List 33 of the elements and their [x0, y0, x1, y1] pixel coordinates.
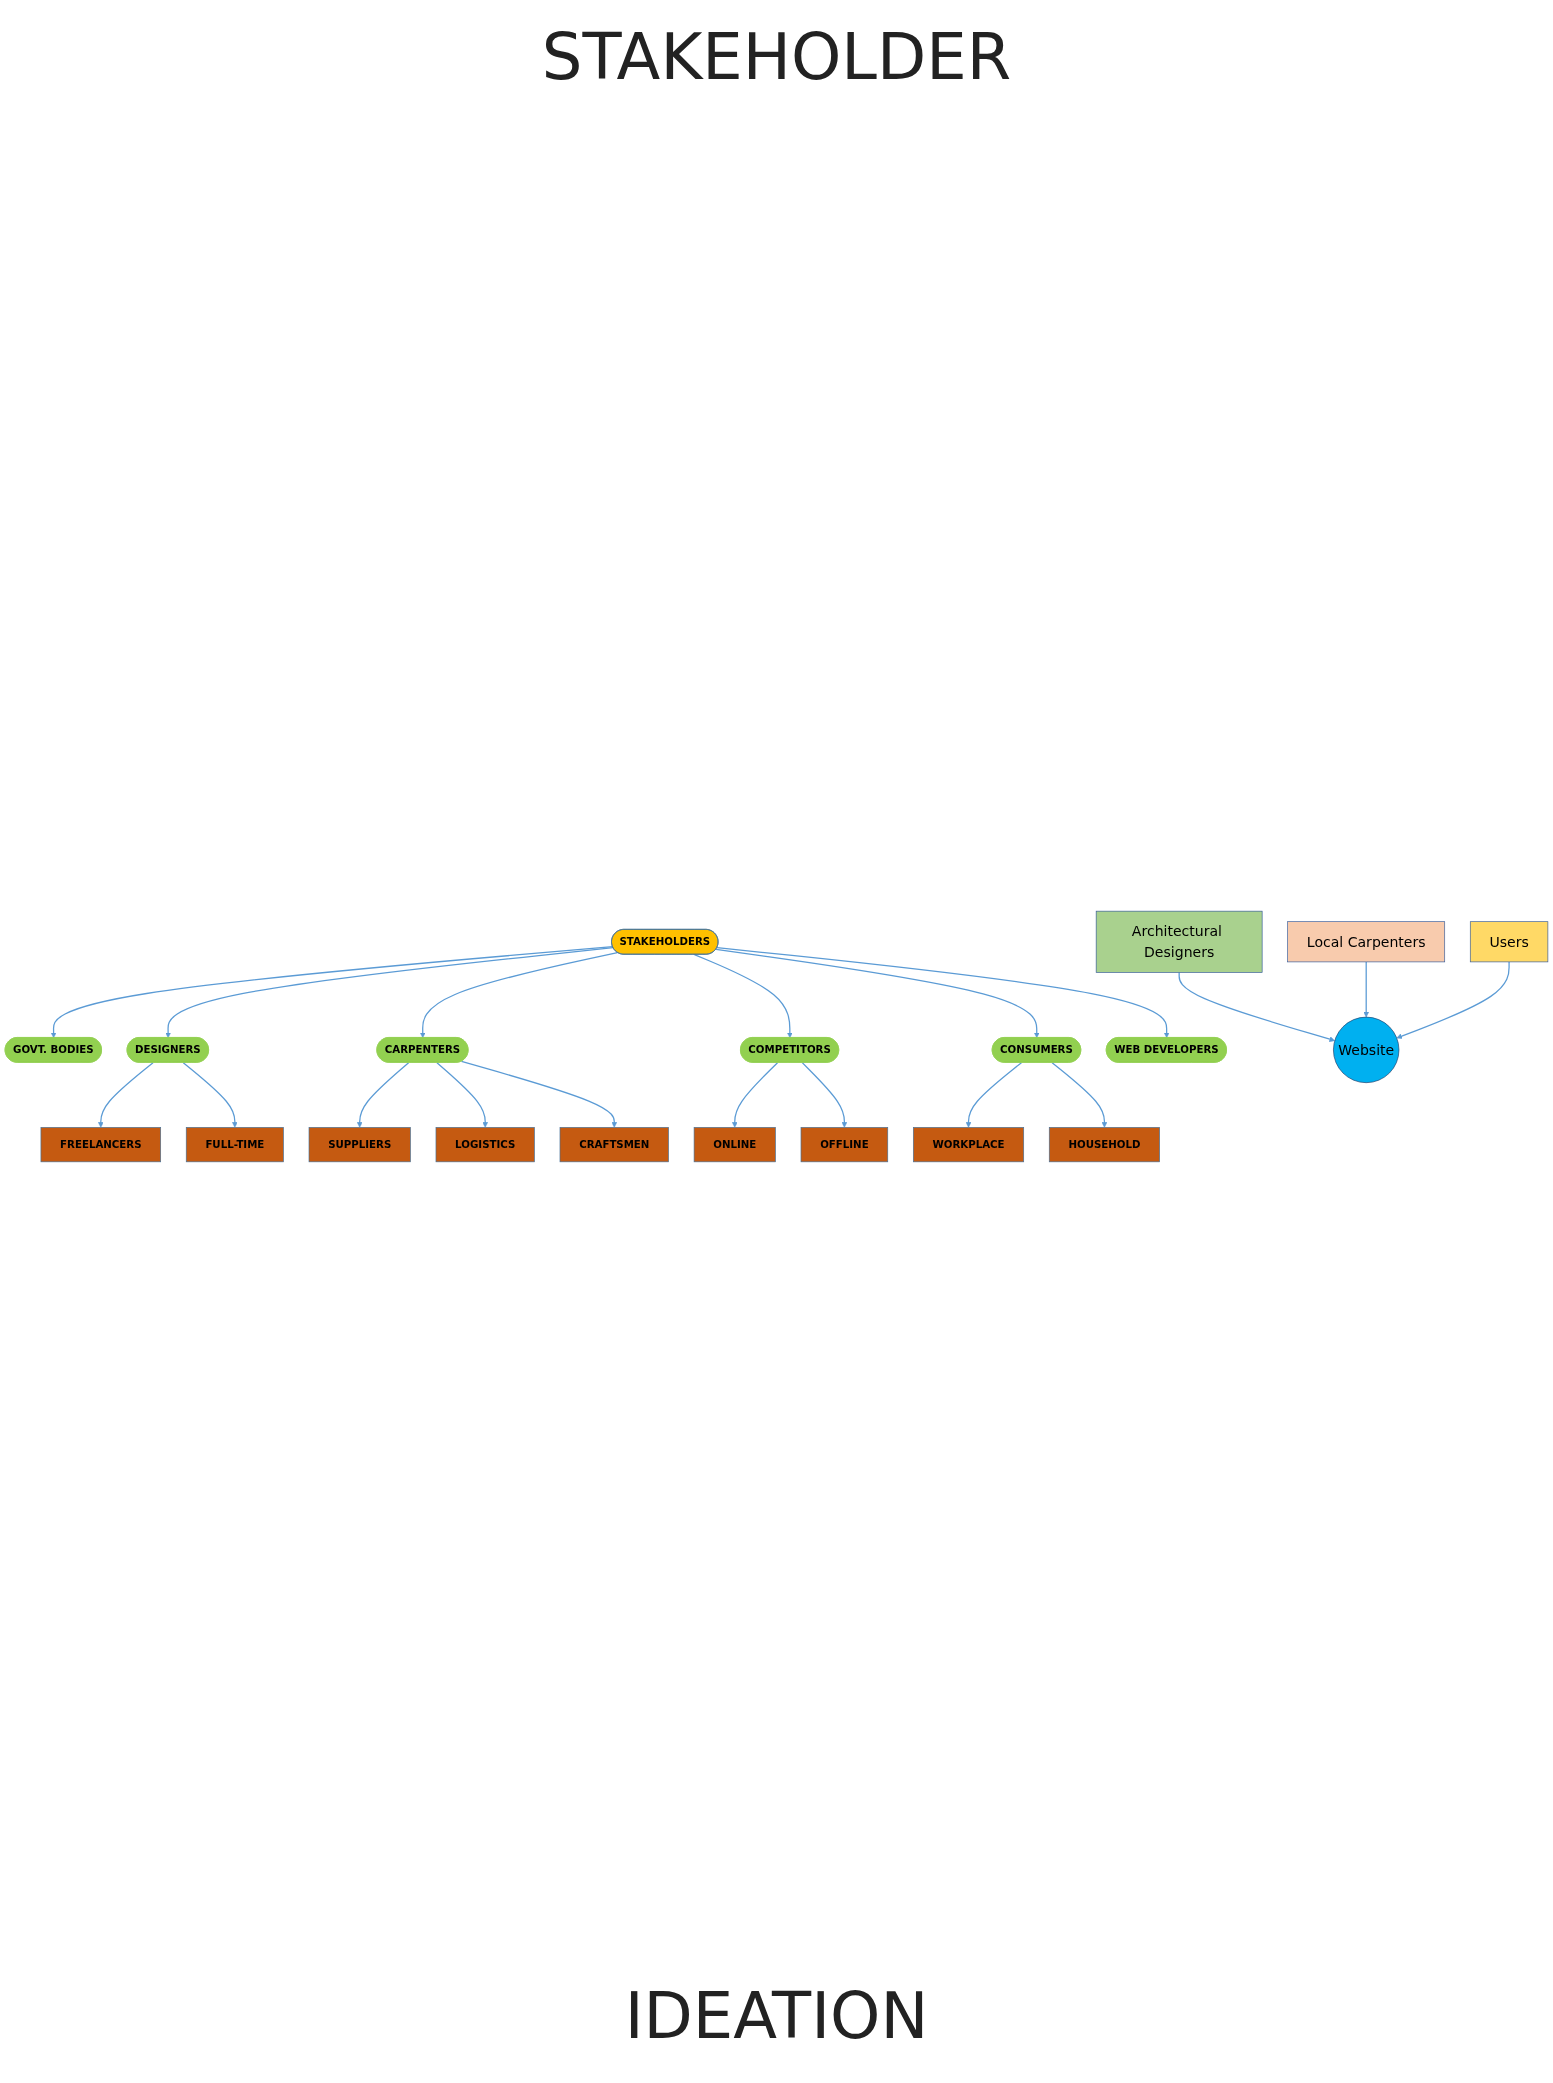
arrow [436, 1062, 488, 1128]
node-box: Architectural Designers [1095, 910, 1263, 973]
arrow [50, 946, 614, 1039]
node-box: ONLINE [693, 1127, 776, 1163]
node-box: Users [1469, 921, 1549, 963]
arrow [715, 948, 1040, 1039]
arrow [1396, 961, 1510, 1039]
arrow [1363, 961, 1369, 1018]
arrow [165, 947, 614, 1039]
arrow [356, 1062, 410, 1128]
node-circle: Website [1333, 1016, 1400, 1083]
section-heading: IDEATION [624, 1979, 929, 2053]
node-box: WORKPLACE [912, 1127, 1025, 1163]
node-box: Local Carpenters [1287, 921, 1446, 963]
node-box: FULL-TIME [185, 1127, 284, 1163]
arrow [419, 951, 619, 1039]
node-box: FREELANCERS [40, 1127, 161, 1163]
arrow [731, 1062, 779, 1128]
node-box: LOGISTICS [435, 1127, 535, 1163]
arrow [801, 1062, 848, 1128]
node-box: CRAFTSMEN [559, 1127, 669, 1163]
arrow [98, 1062, 154, 1128]
node-box: OFFLINE [800, 1127, 889, 1163]
arrow [693, 953, 793, 1039]
arrow [1178, 971, 1335, 1042]
arrow [460, 1060, 618, 1128]
arrow [182, 1062, 238, 1128]
node-box: SUPPLIERS [308, 1127, 411, 1163]
node-box: HOUSEHOLD [1048, 1127, 1160, 1163]
arrow [716, 946, 1170, 1039]
arrow [965, 1062, 1023, 1128]
arrow [1051, 1062, 1108, 1128]
diagram-title: STAKEHOLDER [541, 20, 1012, 94]
